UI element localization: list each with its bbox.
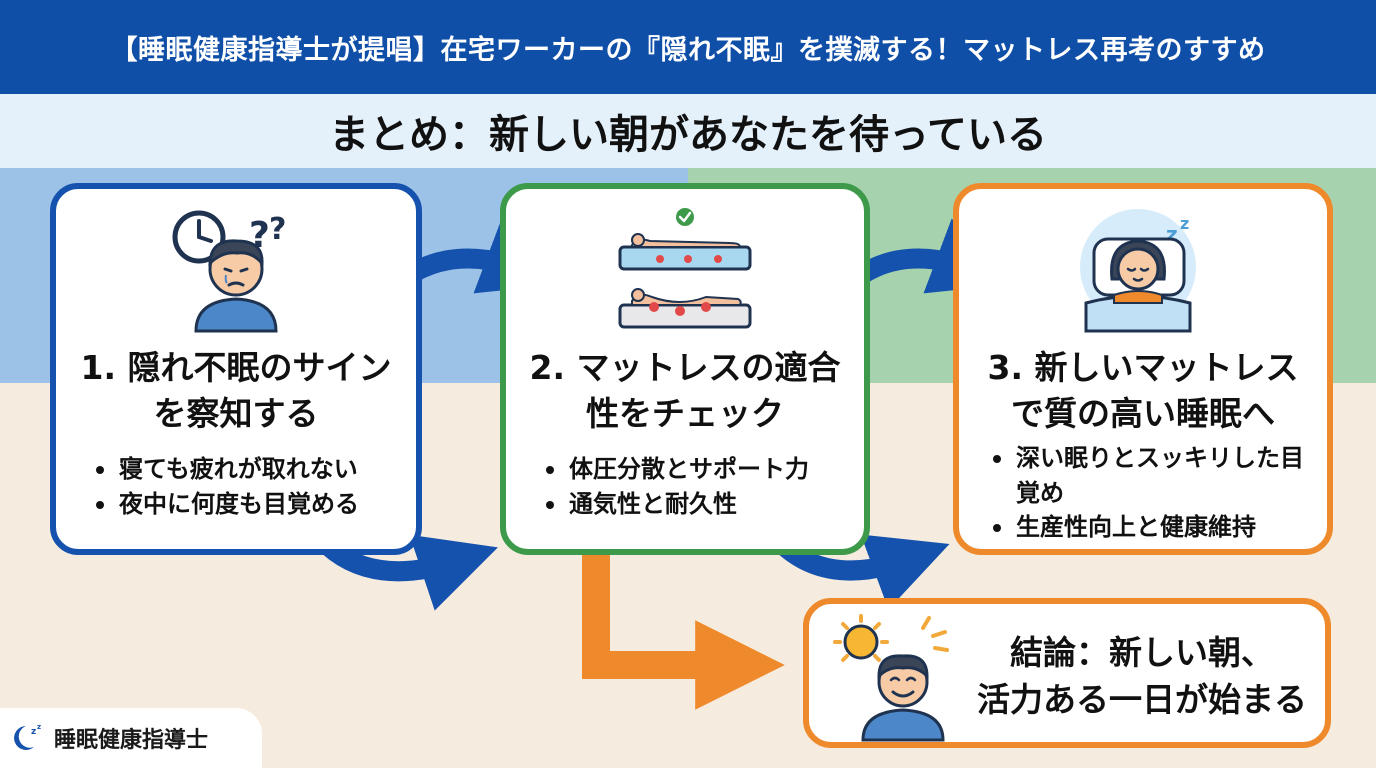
step-title: 3. 新しいマットレス で質の高い睡眠へ: [987, 348, 1299, 433]
step-bullet-list: 深い眠りとスッキリした目覚め 生産性向上と健康維持: [991, 441, 1313, 545]
step-bullet-list: 寝ても疲れが取れない 夜中に何度も目覚める: [94, 452, 402, 521]
svg-text:?: ?: [269, 212, 286, 247]
list-item: 夜中に何度も目覚める: [94, 487, 402, 522]
svg-text:z: z: [31, 727, 36, 737]
moon-zzz-icon: z z: [14, 720, 46, 756]
page-title: 【睡眠健康指導士が提唱】在宅ワーカーの『隠れ不眠』を撲滅する！マットレス再考のす…: [110, 34, 1266, 66]
tired-person-clock-icon: ? ?: [171, 203, 301, 337]
brand-name: 睡眠健康指導士: [54, 728, 209, 753]
smiling-man-sun-icon: [823, 612, 963, 746]
summary-banner: まとめ：新しい朝があなたを待っている: [0, 94, 1376, 168]
list-item: 生産性向上と健康維持: [991, 510, 1313, 545]
step-card-2: 2. マットレスの適合 性をチェック 体圧分散とサポート力 通気性と耐久性: [500, 183, 870, 555]
step-title: 1. 隠れ不眠のサイン を察知する: [80, 348, 392, 433]
list-item: 深い眠りとスッキリした目覚め: [991, 441, 1313, 510]
step-title: 2. マットレスの適合 性をチェック: [529, 348, 841, 433]
conclusion-text: 結論：新しい朝、 活力ある一日が始まる: [977, 633, 1307, 719]
svg-text:z: z: [1166, 222, 1178, 246]
svg-text:z: z: [1180, 214, 1189, 233]
page-header: 【睡眠健康指導士が提唱】在宅ワーカーの『隠れ不眠』を撲滅する！マットレス再考のす…: [0, 0, 1376, 94]
svg-text:z: z: [37, 723, 41, 731]
list-item: 通気性と耐久性: [544, 487, 850, 522]
step-card-1: ? ? 1. 隠れ不眠のサイン を察知する 寝ても疲れが取れない 夜中に何度も目…: [50, 183, 422, 555]
brand-badge: z z 睡眠健康指導士: [0, 708, 262, 768]
step-card-3: z z 3. 新しいマットレス で質の高い睡眠へ 深い眠りとスッキリした目覚め …: [953, 183, 1333, 555]
list-item: 寝ても疲れが取れない: [94, 452, 402, 487]
list-item: 体圧分散とサポート力: [544, 452, 850, 487]
sleeping-woman-icon: z z: [1078, 203, 1208, 337]
mattress-comparison-icon: [610, 203, 760, 337]
conclusion-card: 結論：新しい朝、 活力ある一日が始まる: [803, 598, 1331, 748]
step-bullet-list: 体圧分散とサポート力 通気性と耐久性: [544, 452, 850, 521]
summary-title: まとめ：新しい朝があなたを待っている: [329, 112, 1047, 158]
